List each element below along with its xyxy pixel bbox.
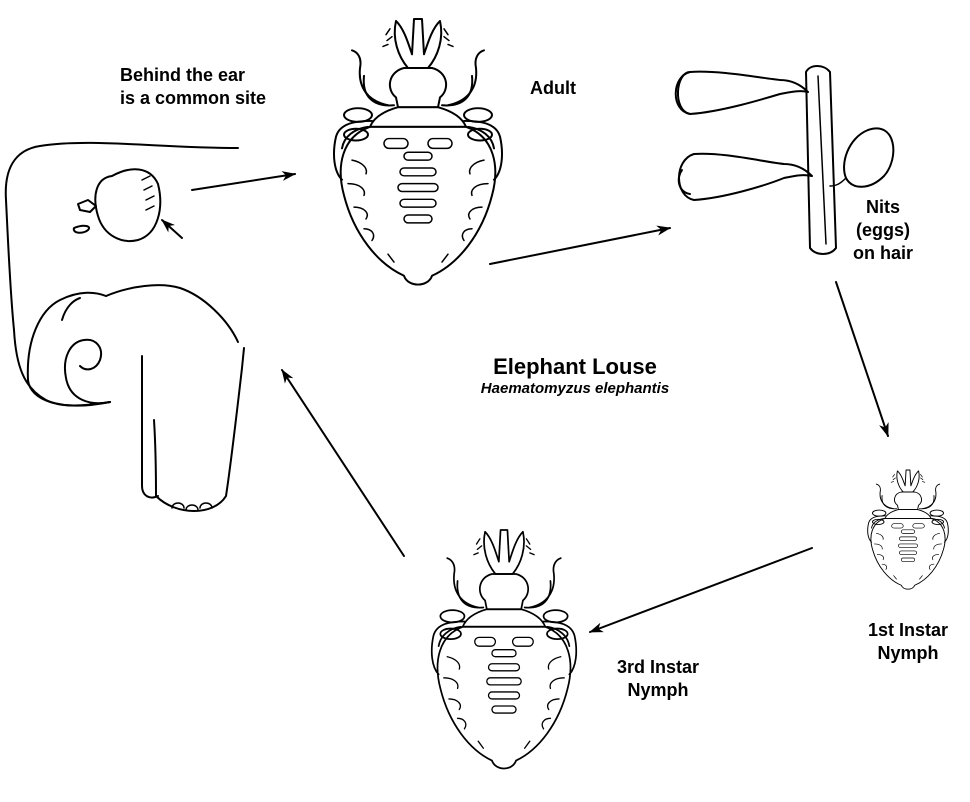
arrow-nits-to-first-instar — [836, 282, 888, 436]
label-nits-line3: on hair — [853, 243, 913, 263]
label-nits-line1: Nits — [866, 197, 900, 217]
arrow-third-instar-to-elephant — [282, 370, 404, 556]
arrow-ear-pointer — [162, 220, 182, 238]
label-behind-ear: Behind the ear is a common site — [120, 64, 266, 110]
louse-nymph-icon — [868, 470, 949, 589]
label-nits: Nits (eggs) on hair — [852, 196, 914, 265]
label-nits-line2: (eggs) — [856, 220, 910, 240]
label-third-instar-line1: 3rd Instar — [617, 657, 699, 677]
arrow-adult-to-nits — [490, 228, 670, 264]
label-first-instar-line2: Nymph — [877, 643, 938, 663]
scientific-name: Haematomyzus elephantis — [430, 380, 720, 398]
arrow-first-to-third-instar — [590, 548, 812, 632]
label-adult: Adult — [530, 77, 576, 100]
label-behind-ear-line1: Behind the ear — [120, 65, 245, 85]
diagram-title: Elephant Louse — [430, 354, 720, 380]
arrow-elephant-to-adult — [192, 174, 295, 190]
label-third-instar: 3rd Instar Nymph — [606, 656, 710, 702]
label-third-instar-line2: Nymph — [627, 680, 688, 700]
label-behind-ear-line2: is a common site — [120, 88, 266, 108]
label-first-instar: 1st Instar Nymph — [858, 619, 958, 665]
diagram-title-block: Elephant Louse Haematomyzus elephantis — [430, 354, 720, 398]
louse-nymph-icon — [432, 530, 576, 768]
elephant-icon — [6, 143, 244, 511]
label-first-instar-line1: 1st Instar — [868, 620, 948, 640]
louse-adult-icon — [334, 19, 502, 285]
